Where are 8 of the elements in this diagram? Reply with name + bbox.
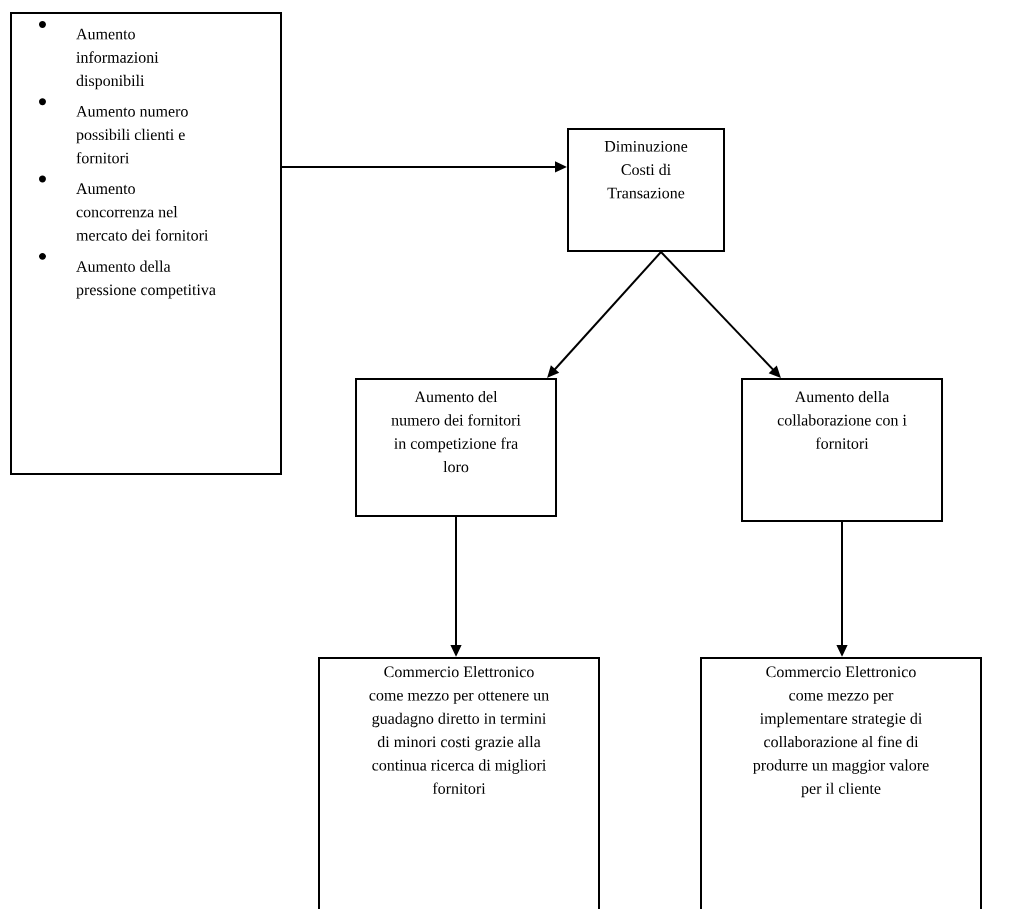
outcome-box: Commercio Elettronico come mezzo per implementare strategie di collaborazione al fine di produrre un maggior valore per il cliente	[700, 657, 982, 909]
process-box: Aumento del numero dei fornitori in competizione fra loro	[355, 378, 557, 517]
process-box: Diminuzione Costi di Transazione	[567, 128, 725, 252]
bullet-list-box: Aumento informazioni disponibili Aumento numero possibili clienti e fornitori Aumento concorrenza nel mercato dei fornitori Aumento della pressione competitiva	[10, 12, 282, 475]
outcome-box: Commercio Elettronico come mezzo per ottenere un guadagno diretto in termini di minori costi grazie alla continua ricerca di migliori fornitori	[318, 657, 600, 909]
arrow	[660, 251, 781, 378]
process-box: Aumento della collaborazione con i fornitori	[741, 378, 943, 522]
arrow	[547, 251, 662, 378]
